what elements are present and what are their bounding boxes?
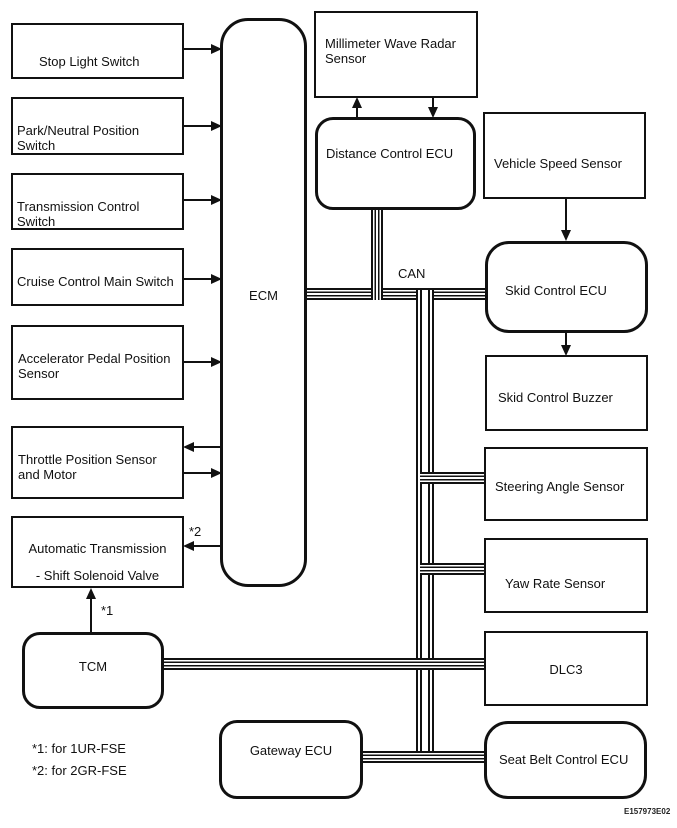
- can-bus-gateway-seatbelt: [360, 751, 485, 763]
- node-millimeter-wave-radar-sensor: Millimeter Wave Radar Sensor: [314, 11, 478, 98]
- arrow-head: [561, 230, 571, 241]
- arrow-cruise-switch-to-ecm: [183, 274, 222, 284]
- marker-star1: *1: [101, 603, 114, 618]
- node-seat-belt-control-ecu: Seat Belt Control ECU: [484, 721, 647, 799]
- can-bus-distance-ecu-drop: [371, 207, 383, 300]
- can-bus-label: CAN: [398, 266, 426, 281]
- arrow-shaft: [183, 361, 213, 363]
- node-label: ECM: [249, 288, 278, 303]
- node-vehicle-speed-sensor: Vehicle Speed Sensor: [483, 112, 646, 199]
- arrow-head: [86, 588, 96, 599]
- arrow-shaft: [356, 106, 358, 118]
- node-distance-control-ecu: Distance Control ECU: [315, 117, 476, 210]
- node-label: Vehicle Speed Sensor: [494, 156, 622, 171]
- node-stop-light-switch: Stop Light Switch: [11, 23, 184, 79]
- arrow-radar-to-distance-ecu: [428, 97, 438, 118]
- node-label: Skid Control Buzzer: [498, 390, 613, 405]
- arrow-shaft: [183, 472, 213, 474]
- arrow-head: [352, 97, 362, 108]
- arrow-tcm-to-automatic-transmission: [86, 588, 96, 633]
- node-ecm: ECM: [220, 18, 307, 587]
- can-bus-vertical-trunk: [416, 290, 434, 763]
- arrow-shaft: [183, 199, 213, 201]
- node-park-neutral-position-switch: Park/Neutral Position Switch: [11, 97, 184, 155]
- arrow-ecm-to-throttle: [183, 442, 222, 452]
- arrow-distance-ecu-to-radar: [352, 97, 362, 118]
- arrow-head: [211, 44, 222, 54]
- node-label: Park/Neutral Position Switch: [17, 123, 140, 153]
- can-bus-yaw-stub: [420, 563, 485, 575]
- node-label: Skid Control ECU: [505, 283, 607, 298]
- arrow-transmission-switch-to-ecm: [183, 195, 222, 205]
- arrow-accelerator-to-ecm: [183, 357, 222, 367]
- arrow-shaft: [565, 333, 567, 347]
- node-label: Yaw Rate Sensor: [505, 576, 606, 591]
- arrow-skid-ecu-to-buzzer: [561, 333, 571, 356]
- node-dlc3: DLC3: [484, 631, 648, 706]
- arrow-shaft: [192, 446, 222, 448]
- arrow-head: [183, 541, 194, 551]
- node-skid-control-buzzer: Skid Control Buzzer: [485, 355, 648, 431]
- node-yaw-rate-sensor: Yaw Rate Sensor: [484, 538, 648, 613]
- node-label: Seat Belt Control ECU: [499, 752, 629, 767]
- node-transmission-control-switch: Transmission Control Switch: [11, 173, 184, 230]
- node-label: Accelerator Pedal Position Sensor: [18, 351, 171, 381]
- arrow-shaft: [183, 48, 213, 50]
- node-throttle-position-sensor-and-motor: Throttle Position Sensor and Motor: [11, 426, 184, 499]
- arrow-speed-sensor-to-skid-ecu: [561, 199, 571, 241]
- arrow-shaft: [565, 199, 567, 232]
- can-bus-tcm-dlc3: [161, 658, 485, 670]
- can-bus-main-horizontal: [304, 288, 486, 300]
- arrow-shaft: [192, 545, 222, 547]
- arrow-shaft: [183, 278, 213, 280]
- node-accelerator-pedal-position-sensor: Accelerator Pedal Position Sensor: [11, 325, 184, 400]
- node-label: Millimeter Wave Radar Sensor: [325, 36, 456, 66]
- node-tcm: TCM: [22, 632, 164, 709]
- node-gateway-ecu: Gateway ECU: [219, 720, 363, 799]
- arrow-ecm-to-automatic-transmission: [183, 541, 222, 551]
- arrow-park-neutral-to-ecm: [183, 121, 222, 131]
- figure-code: E157973E02: [624, 807, 671, 816]
- node-label: Cruise Control Main Switch: [17, 274, 174, 289]
- node-skid-control-ecu: Skid Control ECU: [485, 241, 648, 333]
- node-label: TCM: [78, 659, 108, 674]
- node-label: Gateway ECU: [249, 743, 333, 758]
- node-label: Stop Light Switch: [39, 54, 140, 69]
- node-automatic-transmission: Automatic Transmission - Shift Solenoid …: [11, 516, 184, 588]
- arrow-shaft: [90, 597, 92, 633]
- node-label: Distance Control ECU: [326, 146, 454, 161]
- node-sublabel: - Shift Solenoid Valve: [35, 568, 160, 583]
- node-steering-angle-sensor: Steering Angle Sensor: [484, 447, 648, 521]
- footnote-1: *1: for 1UR-FSE: [32, 741, 126, 756]
- arrow-head: [183, 442, 194, 452]
- node-label: Steering Angle Sensor: [495, 479, 625, 494]
- node-label: DLC3: [549, 662, 583, 677]
- arrow-head: [211, 195, 222, 205]
- node-cruise-control-main-switch: Cruise Control Main Switch: [11, 248, 184, 306]
- arrow-head: [561, 345, 571, 356]
- node-label: Automatic Transmission: [28, 541, 167, 556]
- arrow-throttle-to-ecm: [183, 468, 222, 478]
- footnote-2: *2: for 2GR-FSE: [32, 763, 127, 778]
- can-bus-steering-stub: [420, 472, 485, 484]
- marker-star2: *2: [189, 524, 202, 539]
- arrow-stop-light-to-ecm: [183, 44, 222, 54]
- arrow-head: [211, 274, 222, 284]
- arrow-shaft: [432, 97, 434, 109]
- arrow-head: [211, 357, 222, 367]
- arrow-shaft: [183, 125, 213, 127]
- node-label: Transmission Control Switch: [17, 199, 140, 229]
- arrow-head: [211, 121, 222, 131]
- arrow-head: [211, 468, 222, 478]
- node-label: Throttle Position Sensor and Motor: [18, 452, 157, 482]
- arrow-head: [428, 107, 438, 118]
